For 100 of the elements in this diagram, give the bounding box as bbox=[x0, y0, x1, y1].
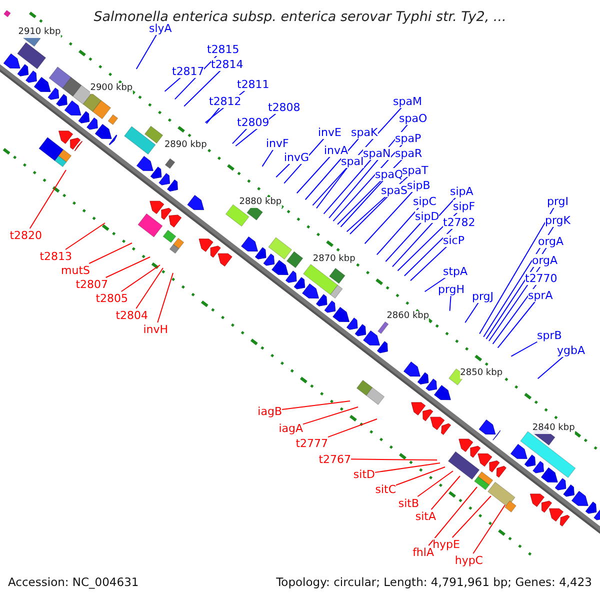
leader-line bbox=[164, 77, 182, 92]
gene-label: t2804 bbox=[116, 308, 148, 322]
gene-label: prgH bbox=[438, 282, 465, 296]
leader-line bbox=[65, 222, 106, 250]
gene-label: iagA bbox=[278, 422, 303, 434]
leader-line bbox=[376, 207, 420, 256]
leader-line bbox=[262, 149, 274, 167]
leader-line bbox=[472, 504, 506, 554]
position-label: 2870 kbp bbox=[312, 254, 356, 266]
gene-label: sitC bbox=[375, 482, 396, 496]
position-label: 2890 kbp bbox=[164, 140, 207, 151]
leader-line bbox=[424, 277, 446, 292]
gene-label: t2808 bbox=[268, 100, 300, 114]
gene-label: t2814 bbox=[211, 58, 244, 70]
gene-label: invG bbox=[284, 150, 310, 164]
gene-label: sipF bbox=[453, 200, 476, 212]
gene-label: invH bbox=[143, 322, 168, 336]
gene-label: spaN bbox=[363, 146, 391, 160]
leader-line bbox=[479, 207, 554, 334]
gene-label: stpA bbox=[443, 264, 468, 278]
gene-label: invA bbox=[324, 144, 348, 156]
leader-line bbox=[105, 256, 150, 278]
gene-label: spaT bbox=[402, 164, 428, 176]
gene-label: sicP bbox=[443, 234, 464, 246]
leader-line bbox=[184, 70, 222, 107]
gene-label: t2809 bbox=[237, 116, 270, 128]
gene-label: prgI bbox=[547, 194, 569, 208]
gene-label: sitB bbox=[398, 496, 419, 510]
gene-label: slyA bbox=[149, 22, 172, 34]
leader-line bbox=[296, 156, 331, 194]
gene-label: sitA bbox=[415, 510, 436, 522]
leader-line bbox=[510, 341, 538, 357]
leader-line bbox=[497, 301, 536, 348]
gene-label: t2782 bbox=[443, 216, 476, 228]
gene-label: iagB bbox=[258, 404, 282, 418]
leader-line bbox=[323, 159, 372, 214]
leader-line bbox=[364, 191, 414, 244]
leader-line bbox=[136, 268, 164, 309]
position-label: 2860 kbp bbox=[386, 310, 430, 322]
position-label: 2880 kbp bbox=[239, 197, 282, 208]
leader-line bbox=[410, 246, 448, 282]
leader-line bbox=[282, 400, 350, 410]
gene-label: t2811 bbox=[237, 78, 270, 90]
gene-label: orgA bbox=[538, 234, 564, 248]
leader-line bbox=[374, 462, 440, 473]
gene-label: sitD bbox=[353, 468, 375, 480]
leader-line bbox=[136, 34, 158, 70]
leader-line bbox=[404, 228, 454, 276]
leader-line bbox=[492, 284, 537, 344]
position-label: 2910 kbp bbox=[18, 27, 61, 38]
gene-label: sprB bbox=[537, 328, 562, 342]
leader-line bbox=[350, 458, 438, 460]
leader-line bbox=[157, 272, 174, 323]
leader-line bbox=[430, 476, 460, 510]
gene-label: hypC bbox=[454, 554, 483, 566]
accession-text: Accession: NC_004631 bbox=[8, 575, 139, 589]
position-label: 2840 kbp bbox=[532, 423, 575, 434]
gene-label: invF bbox=[266, 136, 289, 150]
gene-label: invE bbox=[318, 126, 342, 138]
leader-line bbox=[312, 107, 402, 206]
leader-line bbox=[385, 222, 422, 262]
gene-label: t2805 bbox=[96, 292, 128, 304]
leader-line bbox=[428, 486, 478, 546]
gene-label: spaR bbox=[395, 146, 422, 160]
gene-label: ygbA bbox=[557, 344, 585, 356]
leader-line bbox=[206, 107, 220, 124]
leader-line bbox=[340, 180, 384, 228]
gene-label: t2813 bbox=[40, 250, 72, 262]
gene-label: spaI bbox=[341, 154, 364, 168]
position-label: 2900 kbp bbox=[90, 82, 133, 94]
gene-label: t2770 bbox=[525, 272, 558, 284]
leader-line bbox=[452, 496, 492, 538]
gene-label: t2815 bbox=[207, 42, 240, 56]
leader-line bbox=[537, 356, 564, 380]
gene-label: spaS bbox=[381, 184, 408, 196]
gene-label: t2812 bbox=[209, 94, 242, 108]
gene-label: spaM bbox=[393, 94, 422, 108]
leader-line bbox=[304, 138, 360, 200]
leader-line bbox=[449, 295, 452, 312]
leader-line bbox=[417, 470, 454, 497]
leader-line bbox=[396, 466, 446, 486]
gene-label: t2807 bbox=[76, 278, 108, 290]
genome-summary-text: Topology: circular; Length: 4,791,961 bp; Genes: 4,423 bbox=[276, 575, 592, 589]
gene-label: hypE bbox=[432, 538, 460, 550]
leader-line bbox=[350, 196, 388, 235]
leader-line bbox=[88, 242, 132, 264]
gene-label: orgA bbox=[532, 254, 558, 266]
leader-line bbox=[392, 197, 456, 268]
gene-label: fhlA bbox=[412, 546, 434, 558]
gene-label: sipD bbox=[415, 210, 440, 222]
gene-label: prgK bbox=[545, 214, 571, 226]
gene-label: sipC bbox=[413, 194, 436, 208]
leader-line bbox=[328, 418, 378, 438]
leader-line bbox=[276, 163, 290, 178]
leader-line bbox=[316, 167, 348, 209]
gene-label: spaO bbox=[399, 112, 428, 124]
gene-label: t2777 bbox=[296, 436, 328, 450]
gene-label: sipA bbox=[450, 184, 474, 198]
gene-label: spaK bbox=[351, 126, 378, 138]
leader-line bbox=[302, 406, 358, 425]
